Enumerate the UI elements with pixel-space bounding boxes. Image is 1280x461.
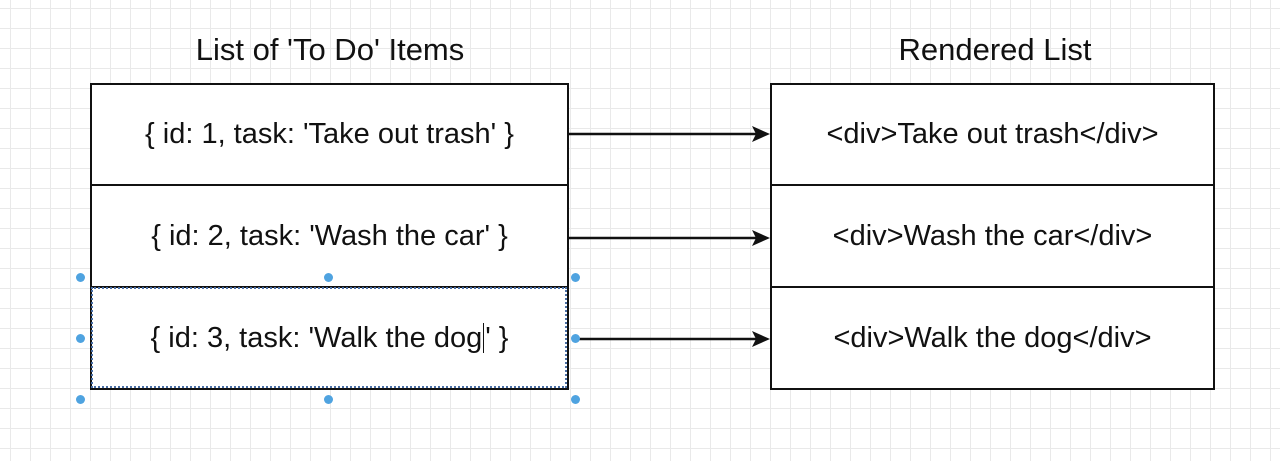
todo-item-2-text: { id: 2, task: 'Wash the car' } <box>151 219 508 252</box>
arrow-2[interactable] <box>569 230 770 246</box>
rendered-item-2[interactable]: <div>Wash the car</div> <box>772 186 1213 288</box>
todo-list-title[interactable]: List of 'To Do' Items <box>195 32 465 67</box>
resize-handle-top[interactable] <box>324 273 333 282</box>
todo-item-3[interactable]: { id: 3, task: 'Walk the dog' } <box>92 288 567 388</box>
resize-handle-right[interactable] <box>571 334 580 343</box>
todo-item-1[interactable]: { id: 1, task: 'Take out trash' } <box>92 85 567 186</box>
rendered-list-box[interactable]: <div>Take out trash</div> <div>Wash the … <box>770 83 1215 390</box>
rendered-item-1[interactable]: <div>Take out trash</div> <box>772 85 1213 186</box>
rendered-item-1-text: <div>Take out trash</div> <box>826 118 1159 150</box>
resize-handle-top-left[interactable] <box>76 273 85 282</box>
resize-handle-bottom[interactable] <box>324 395 333 404</box>
resize-handle-bottom-left[interactable] <box>76 395 85 404</box>
text-cursor <box>483 323 485 353</box>
todo-item-1-text: { id: 1, task: 'Take out trash' } <box>145 118 514 150</box>
arrow-1[interactable] <box>569 126 770 142</box>
todo-item-3-text-end: ' } <box>485 321 509 354</box>
rendered-item-3-text: <div>Walk the dog</div> <box>833 321 1152 354</box>
arrow-3[interactable] <box>576 331 770 347</box>
rendered-item-3[interactable]: <div>Walk the dog</div> <box>772 288 1213 388</box>
rendered-item-2-text: <div>Wash the car</div> <box>832 219 1153 252</box>
rendered-list-title[interactable]: Rendered List <box>898 32 1092 67</box>
resize-handle-top-right[interactable] <box>571 273 580 282</box>
resize-handle-bottom-right[interactable] <box>571 395 580 404</box>
resize-handle-left[interactable] <box>76 334 85 343</box>
todo-item-3-text-start: { id: 3, task: 'Walk the dog <box>150 321 483 354</box>
